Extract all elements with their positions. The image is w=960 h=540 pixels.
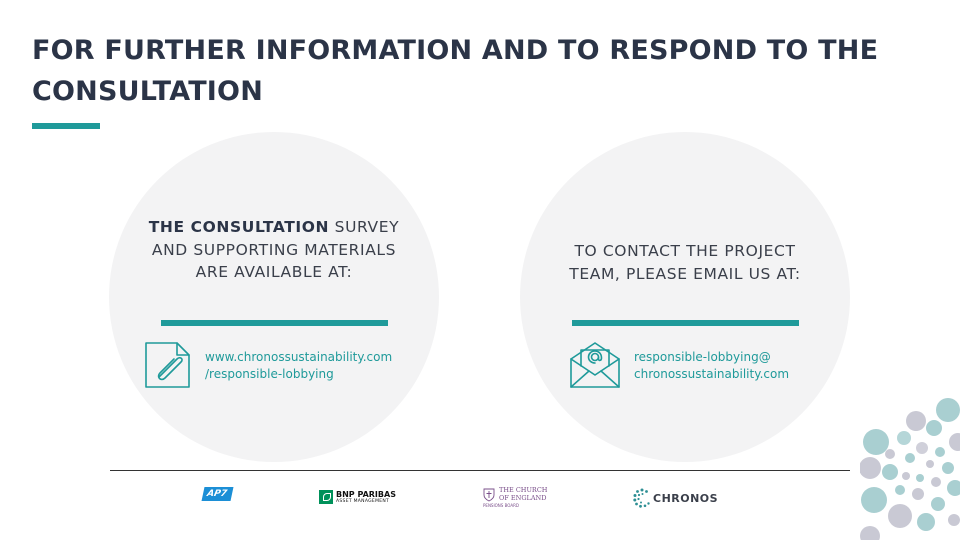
survey-link[interactable]: www.chronossustainability.com /responsib… (205, 349, 392, 383)
bnp-paribas-name: BNP PARIBAS (336, 490, 396, 499)
chronos-logo: CHRONOS (633, 488, 718, 508)
church-of-england-logo: THE CHURCH OF ENGLAND PENSIONS BOARD (483, 486, 548, 509)
coe-line2: OF ENGLAND (499, 493, 547, 502)
survey-divider (161, 320, 388, 326)
bnp-paribas-mark-icon (319, 490, 333, 504)
decorative-dots-pattern (860, 398, 960, 540)
contact-email-line2[interactable]: chronossustainability.com (634, 367, 790, 381)
bnp-paribas-sub: ASSET MANAGEMENT (336, 499, 390, 504)
survey-link-line2[interactable]: /responsible-lobbying (205, 367, 334, 381)
title-underline (32, 123, 100, 129)
survey-text-rest: SURVEY AND SUPPORTING MATERIALS ARE AVAI… (151, 218, 400, 281)
footer-divider (110, 470, 850, 471)
survey-link-line1[interactable]: www.chronossustainability.com (205, 350, 393, 364)
contact-divider (572, 320, 799, 326)
survey-circle (109, 132, 439, 462)
ap7-logo: AP7 (201, 487, 234, 501)
bnp-paribas-logo: BNP PARIBAS ASSET MANAGEMENT (319, 490, 396, 504)
contact-text: TO CONTACT THE PROJECT TEAM, PLEASE EMAI… (569, 242, 801, 283)
chronos-name: CHRONOS (653, 491, 719, 505)
survey-text-bold: THE CONSULTATION (148, 218, 330, 236)
survey-text: THE CONSULTATION SURVEY AND SUPPORTING M… (142, 216, 406, 284)
coe-line1: THE CHURCH (499, 486, 548, 494)
coe-sub: PENSIONS BOARD (483, 503, 519, 508)
document-paperclip-icon (145, 342, 190, 388)
contact-email[interactable]: responsible-lobbying@ chronossustainabil… (634, 349, 789, 383)
church-crest-icon (483, 488, 495, 502)
contact-circle (520, 132, 850, 462)
email-envelope-icon (570, 342, 620, 388)
contact-email-line1[interactable]: responsible-lobbying@ (634, 350, 771, 364)
chronos-dots-icon (633, 488, 650, 508)
slide-title: FOR FURTHER INFORMATION AND TO RESPOND T… (32, 35, 879, 107)
ap7-logo-text: AP7 (201, 487, 234, 501)
